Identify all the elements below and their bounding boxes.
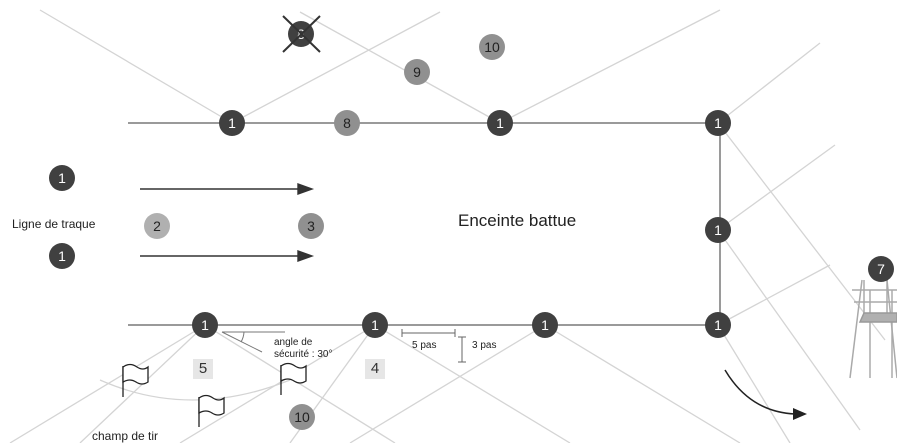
post-10-circle (479, 34, 505, 60)
hunter-post-number: 1 (201, 317, 209, 333)
hunter-post-number: 1 (496, 115, 504, 131)
post-8-number: 8 (343, 115, 351, 131)
post-9: 9 (404, 59, 430, 85)
distance-3-pas-marker (458, 336, 466, 363)
post-7-number: 7 (877, 261, 885, 277)
beater-leader-post-number: 1 (58, 170, 66, 186)
hunter-post-circle (705, 110, 731, 136)
beater-post-2: 2 (144, 213, 170, 239)
hunter-post-circle (532, 312, 558, 338)
distance-3-pas-label: 3 pas (472, 340, 497, 351)
hunter-post-number: 1 (714, 115, 722, 131)
sector-4-label: 4 (365, 359, 385, 379)
post-10-bottom-circle (289, 404, 315, 430)
hunter-post: 1 (362, 312, 388, 338)
hunter-post-number: 1 (714, 317, 722, 333)
post-10-number: 10 (484, 39, 500, 55)
post-8: 8 (334, 110, 360, 136)
post-9-number: 9 (413, 64, 421, 80)
high-seat-icon (849, 279, 897, 379)
enclosure-border (128, 122, 721, 326)
safety-angle-label: angle de sécurité : 30° (274, 337, 332, 361)
shooting-field-label: champ de tir (92, 429, 159, 443)
zone-label: Enceinte battue (458, 211, 577, 230)
hunter-post-number: 1 (228, 115, 236, 131)
hunter-post-number: 1 (714, 222, 722, 238)
hunter-post: 1 (705, 217, 731, 243)
post-10: 10 (479, 34, 505, 60)
hunter-post: 1 (192, 312, 218, 338)
hunter-post-circle (705, 217, 731, 243)
hunter-post: 1 (705, 312, 731, 338)
hunter-post-circle (705, 312, 731, 338)
drive-arrow-bottom (140, 250, 315, 262)
beater-leader-post: 1 (49, 165, 75, 191)
safety-angle-icon (221, 331, 285, 353)
flag-icon (122, 363, 149, 397)
beater-post-2-circle (144, 213, 170, 239)
hunter-post-number: 1 (541, 317, 549, 333)
track-line-label: Ligne de traque (12, 217, 96, 231)
distance-5-pas-marker (401, 329, 456, 337)
post-7: 7 (868, 256, 894, 282)
post-8-circle (334, 110, 360, 136)
curved-arrow (724, 369, 807, 420)
post-10-bottom: 10 (289, 404, 315, 430)
post-7-circle (868, 256, 894, 282)
flag-icon (280, 362, 307, 395)
hunter-posts: 11111111118239108107 (49, 21, 894, 430)
distance-5-pas-label: 5 pas (412, 340, 437, 351)
safety-angle-label-line1: angle de (274, 337, 313, 348)
post-9-circle (404, 59, 430, 85)
beater-post-3-number: 3 (307, 218, 315, 234)
sight-lines (9, 9, 886, 444)
crossed-out-icon (282, 15, 321, 53)
hunter-post: 1 (219, 110, 245, 136)
beater-leader-post-circle (49, 243, 75, 269)
hunter-post: 1 (532, 312, 558, 338)
flag-icon (198, 394, 225, 427)
post-10-bottom-number: 10 (294, 409, 310, 425)
beater-leader-post-number: 1 (58, 248, 66, 264)
hunter-post-circle (487, 110, 513, 136)
drive-arrow-top (140, 183, 315, 195)
hunter-post-number: 1 (371, 317, 379, 333)
beater-post-3-circle (298, 213, 324, 239)
beater-leader-post: 1 (49, 243, 75, 269)
beater-post-3: 3 (298, 213, 324, 239)
hunter-post-circle (362, 312, 388, 338)
hunter-post-circle (219, 110, 245, 136)
beater-post-2-number: 2 (153, 218, 161, 234)
hunter-post: 1 (705, 110, 731, 136)
hunter-post: 1 (487, 110, 513, 136)
hunter-post-circle (192, 312, 218, 338)
beater-leader-post-circle (49, 165, 75, 191)
safety-angle-label-line2: sécurité : 30° (274, 349, 333, 360)
sector-5-label: 5 (193, 359, 213, 379)
